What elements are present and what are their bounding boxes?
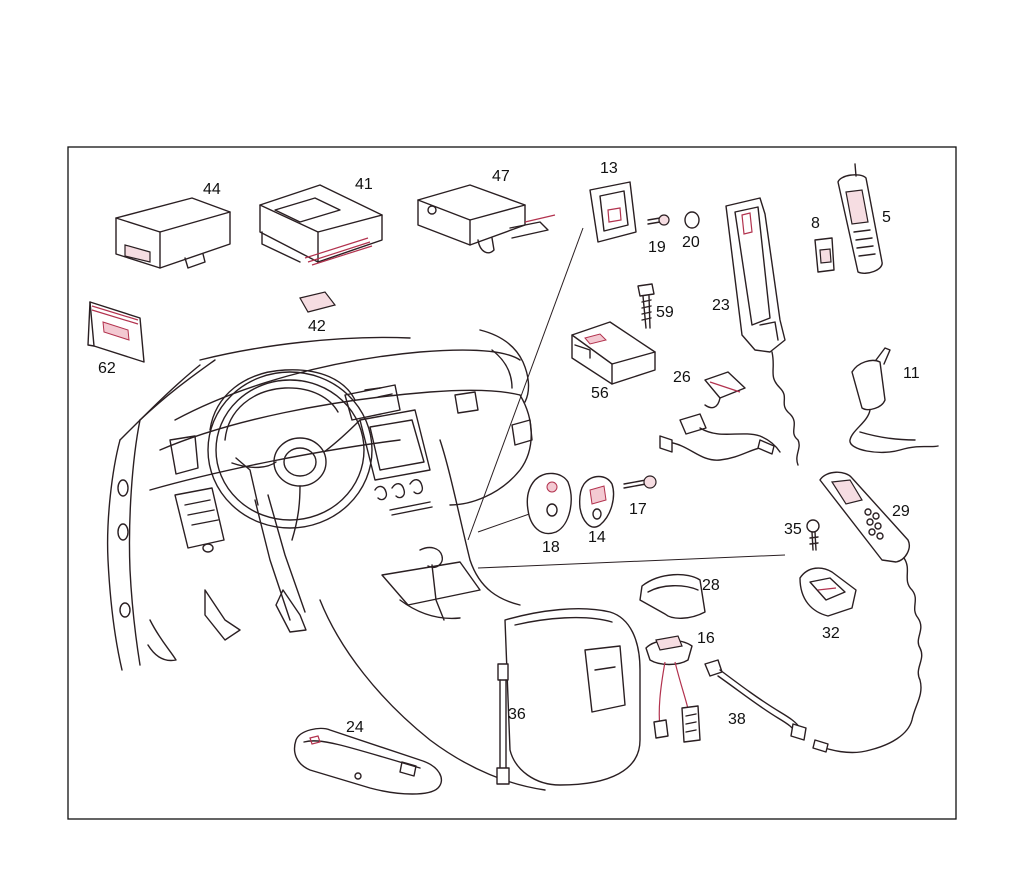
part-14-key <box>578 475 615 528</box>
label-32: 32 <box>822 625 840 642</box>
part-23-cradle <box>725 197 800 466</box>
label-42: 42 <box>308 318 326 335</box>
label-47: 47 <box>492 168 510 185</box>
part-19-screw <box>647 214 670 226</box>
part-5-phone <box>837 163 883 274</box>
label-16: 16 <box>697 630 715 647</box>
part-18-key <box>526 472 572 535</box>
label-36: 36 <box>508 706 526 723</box>
label-13: 13 <box>600 160 618 177</box>
part-28-cover <box>639 573 706 619</box>
part-32-holder <box>799 567 857 617</box>
part-42-card <box>299 291 337 313</box>
part-35-screw <box>806 519 820 551</box>
part-20-cap <box>684 211 700 229</box>
label-44: 44 <box>203 181 221 198</box>
part-24-tray <box>293 727 443 795</box>
label-35: 35 <box>784 521 802 538</box>
part-29-handset <box>812 471 923 754</box>
part-56-module <box>571 321 656 385</box>
label-59: 59 <box>656 304 674 321</box>
label-17: 17 <box>629 501 647 518</box>
label-56: 56 <box>591 385 609 402</box>
part-8-cover <box>814 237 835 273</box>
part-11-charger <box>849 347 939 454</box>
label-29: 29 <box>892 503 910 520</box>
part-41-control-unit <box>259 184 383 266</box>
part-16-connector <box>645 635 701 743</box>
label-11: 11 <box>903 365 920 382</box>
label-41: 41 <box>355 176 373 193</box>
part-44-control-unit <box>115 197 231 269</box>
label-19: 19 <box>648 239 666 256</box>
diagram-frame <box>67 146 957 820</box>
label-8: 8 <box>811 215 820 232</box>
part-38-cable <box>704 659 807 741</box>
label-20: 20 <box>682 234 700 251</box>
part-17-screw <box>623 475 657 489</box>
label-18: 18 <box>542 539 560 556</box>
part-13-holder <box>589 181 637 243</box>
label-23: 23 <box>712 297 730 314</box>
part-59-screw <box>637 283 655 329</box>
part-62-manual <box>87 301 145 363</box>
label-62: 62 <box>98 360 116 377</box>
part-labels: 44 41 47 13 19 20 8 5 42 59 23 62 56 26 … <box>98 160 920 736</box>
part-36-cable <box>496 663 510 785</box>
label-26: 26 <box>673 369 691 386</box>
label-28: 28 <box>702 577 720 594</box>
label-24: 24 <box>346 719 364 736</box>
part-47-module <box>417 184 556 254</box>
car-interior-drawing <box>106 227 786 791</box>
label-14: 14 <box>588 529 606 546</box>
part-26-adapter-cable <box>659 371 781 461</box>
label-38: 38 <box>728 711 746 728</box>
label-5: 5 <box>882 209 891 226</box>
